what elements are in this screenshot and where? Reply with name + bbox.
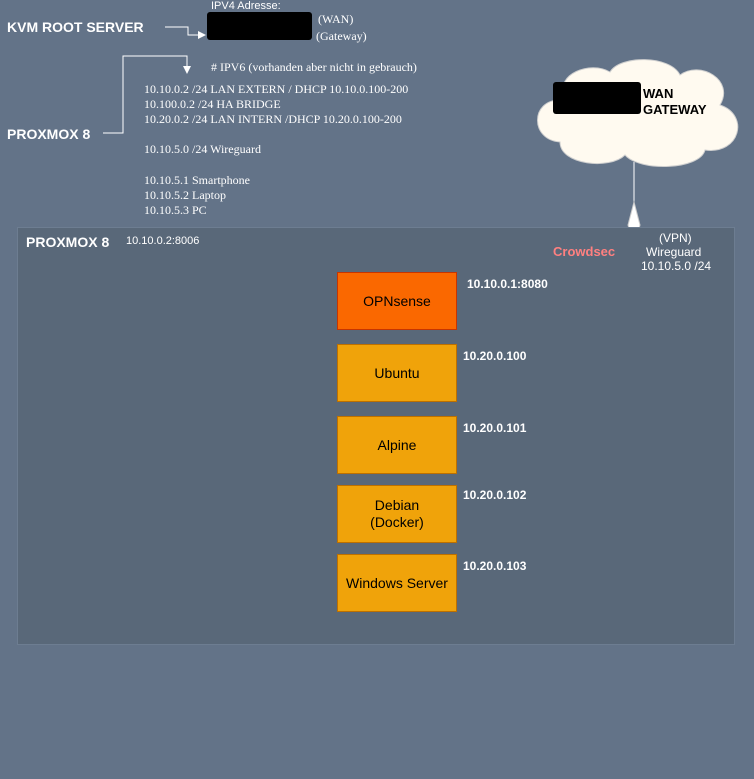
vpn-label: (VPN) Wireguard 10.10.5.0 /24 [641,231,711,273]
cloud-line-1: WAN [643,86,674,101]
panel-title: PROXMOX 8 [26,234,110,250]
vm-ip: 10.20.0.102 [463,488,527,502]
redacted-ipv4 [207,12,312,40]
ipv4-label: IPV4 Adresse: [211,0,281,12]
network-line: 10.100.0.2 /24 HA BRIDGE [144,97,281,111]
gateway-label: (Gateway) [316,29,367,43]
vm-ip: 10.20.0.103 [463,559,527,573]
vm-name: Windows Server [346,575,448,591]
vpn-line-1: (VPN) [659,231,692,245]
opnsense-ip: 10.10.0.1:8080 [467,277,548,291]
network-line: 10.10.5.1 Smartphone [144,173,250,187]
proxmox-label: PROXMOX 8 [7,126,91,142]
wan-label: (WAN) [318,12,354,26]
vm-debian[interactable]: Debian (Docker) [337,485,457,543]
proxmox-to-ipv6-arrow [103,55,191,134]
vm-ubuntu[interactable]: Ubuntu [337,344,457,402]
vm-name: OPNsense [363,293,431,309]
vm-alpine[interactable]: Alpine [337,416,457,474]
redacted-wan-ip [553,82,641,114]
cloud-line-2: GATEWAY [643,102,707,117]
wan-gateway-text: WAN GATEWAY [643,86,707,118]
network-line: 10.10.5.2 Laptop [144,188,226,202]
network-line: 10.10.0.2 /24 LAN EXTERN / DHCP 10.10.0.… [144,82,409,96]
kvm-root-server-label: KVM ROOT SERVER [7,19,144,35]
crowdsec-label: Crowdsec [553,244,616,259]
web-ui-address: 10.10.0.2:8006 [126,235,200,247]
kvm-to-ipv4-arrow [165,26,206,39]
vm-opnsense[interactable]: OPNsense [337,272,457,330]
network-line-spacer [144,127,408,142]
vm-ip: 10.20.0.101 [463,421,527,435]
network-line: 10.10.5.3 PC [144,203,207,217]
network-config-list: 10.10.0.2 /24 LAN EXTERN / DHCP 10.10.0.… [144,82,408,218]
vpn-line-2: Wireguard [646,245,702,259]
ipv6-note: # IPV6 (vorhanden aber nicht in gebrauch… [211,60,417,74]
vm-windows-server[interactable]: Windows Server [337,554,457,612]
network-line-spacer [144,157,408,173]
vm-name: Ubuntu [374,365,420,381]
vm-ip: 10.20.0.100 [463,349,527,363]
vm-name: Debian (Docker) [370,497,424,530]
vpn-line-3: 10.10.5.0 /24 [641,259,712,273]
network-line: 10.20.0.2 /24 LAN INTERN /DHCP 10.20.0.1… [144,112,402,126]
network-line: 10.10.5.0 /24 Wireguard [144,142,261,156]
vm-name: Alpine [377,437,417,453]
